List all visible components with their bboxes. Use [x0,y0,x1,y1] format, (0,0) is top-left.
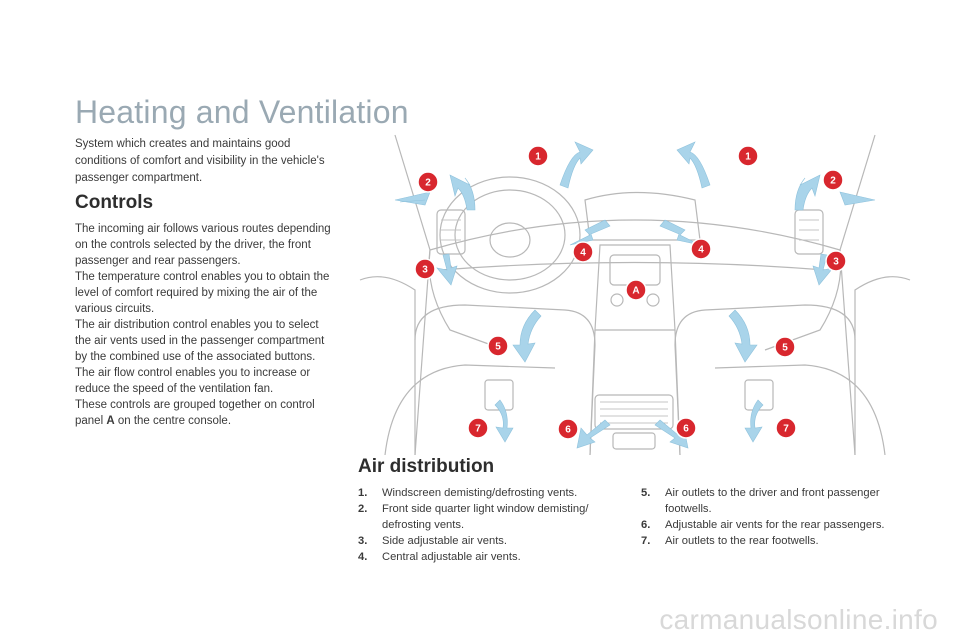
controls-paragraph: The temperature control enables you to o… [75,271,330,315]
item-text: Windscreen demisting/defrosting vents. [382,487,578,499]
item-text: Air outlets to the rear footwells. [665,535,819,547]
item-text: Central adjustable air vents. [382,551,521,563]
distribution-list-left: 1. Windscreen demisting/defrosting vents… [358,485,618,565]
cabin-illustration: 1 1 2 2 3 3 4 4 A 5 5 6 6 7 7 [359,134,911,455]
airflow-arrows [394,141,876,449]
marker-1-left: 1 [527,145,549,167]
svg-text:1: 1 [745,152,751,163]
controls-heading: Controls [75,192,154,213]
page-title: Heating and Ventilation [75,94,409,130]
marker-3-left: 3 [414,258,436,280]
marker-7-right: 7 [775,417,797,439]
svg-text:5: 5 [782,343,788,354]
svg-text:A: A [632,286,639,297]
airflow-arrow [436,253,458,286]
controls-paragraph: The incoming air follows various routes … [75,223,331,267]
svg-text:7: 7 [475,424,481,435]
panel-a-label: A [106,415,115,427]
controls-paragraph: The air distribution control enables you… [75,319,325,363]
list-item: 4. Central adjustable air vents. [358,549,618,565]
list-item: 2. Front side quarter light window demis… [358,501,618,533]
air-distribution-heading: Air distribution [358,456,495,477]
marker-4-left: 4 [572,241,594,263]
list-item: 3. Side adjustable air vents. [358,533,618,549]
item-text: Front side quarter light window demistin… [382,503,589,531]
cabin-outline [359,134,911,455]
distribution-list-right: 5. Air outlets to the driver and front p… [641,485,901,549]
marker-2-right: 2 [822,169,844,191]
marker-4-right: 4 [690,238,712,260]
item-number: 6. [641,519,651,531]
item-number: 1. [358,487,368,499]
airflow-arrow [559,141,594,189]
marker-1-right: 1 [737,145,759,167]
list-item: 5. Air outlets to the driver and front p… [641,485,901,517]
airflow-arrow [512,309,542,363]
intro-text: System which creates and maintains good … [75,138,325,184]
controls-paragraph: These controls are grouped together on c… [75,397,337,429]
item-text: Air outlets to the driver and front pass… [665,487,880,515]
airflow-arrow [576,419,611,449]
airflow-arrow [394,191,431,206]
controls-body: The incoming air follows various routes … [75,221,337,429]
marker-a: A [625,279,647,301]
diagram-markers: 1 1 2 2 3 3 4 4 A 5 5 6 6 7 7 [414,145,847,440]
svg-text:3: 3 [422,265,428,276]
svg-text:1: 1 [535,152,541,163]
airflow-arrow [659,219,701,246]
watermark: carmanualsonline.info [659,604,938,635]
airflow-arrow [744,399,764,443]
controls-p5-after: on the centre console. [114,415,232,427]
svg-text:6: 6 [683,424,689,435]
airflow-arrow [449,174,476,211]
marker-2-left: 2 [417,171,439,193]
svg-text:2: 2 [830,176,836,187]
svg-text:4: 4 [580,248,586,259]
marker-5-right: 5 [774,336,796,358]
ventilation-diagram: 1 1 2 2 3 3 4 4 A 5 5 6 6 7 7 [355,130,915,455]
item-number: 3. [358,535,368,547]
airflow-arrow [569,219,611,246]
svg-text:7: 7 [783,424,789,435]
item-number: 5. [641,487,651,499]
svg-text:6: 6 [565,425,571,436]
list-item: 7. Air outlets to the rear footwells. [641,533,901,549]
marker-3-right: 3 [825,250,847,272]
list-item: 1. Windscreen demisting/defrosting vents… [358,485,618,501]
item-number: 7. [641,535,651,547]
svg-text:2: 2 [425,178,431,189]
controls-p5-before: These controls are grouped together on c… [75,399,315,427]
marker-6-left: 6 [557,418,579,440]
svg-text:4: 4 [698,245,704,256]
airflow-arrow [812,253,834,286]
svg-text:5: 5 [495,342,501,353]
airflow-arrow [839,191,876,206]
marker-7-left: 7 [467,417,489,439]
controls-paragraph: The air flow control enables you to incr… [75,367,311,395]
svg-text:3: 3 [833,257,839,268]
item-text: Side adjustable air vents. [382,535,508,547]
airflow-arrow [794,174,821,211]
item-number: 2. [358,503,368,515]
item-text: Adjustable air vents for the rear passen… [665,519,885,531]
airflow-arrow [494,399,514,443]
list-item: 6. Adjustable air vents for the rear pas… [641,517,901,533]
airflow-arrow [728,309,758,363]
vent-slats [441,219,819,424]
marker-5-left: 5 [487,335,509,357]
airflow-arrow [676,141,711,189]
marker-6-right: 6 [675,417,697,439]
item-number: 4. [358,551,368,563]
